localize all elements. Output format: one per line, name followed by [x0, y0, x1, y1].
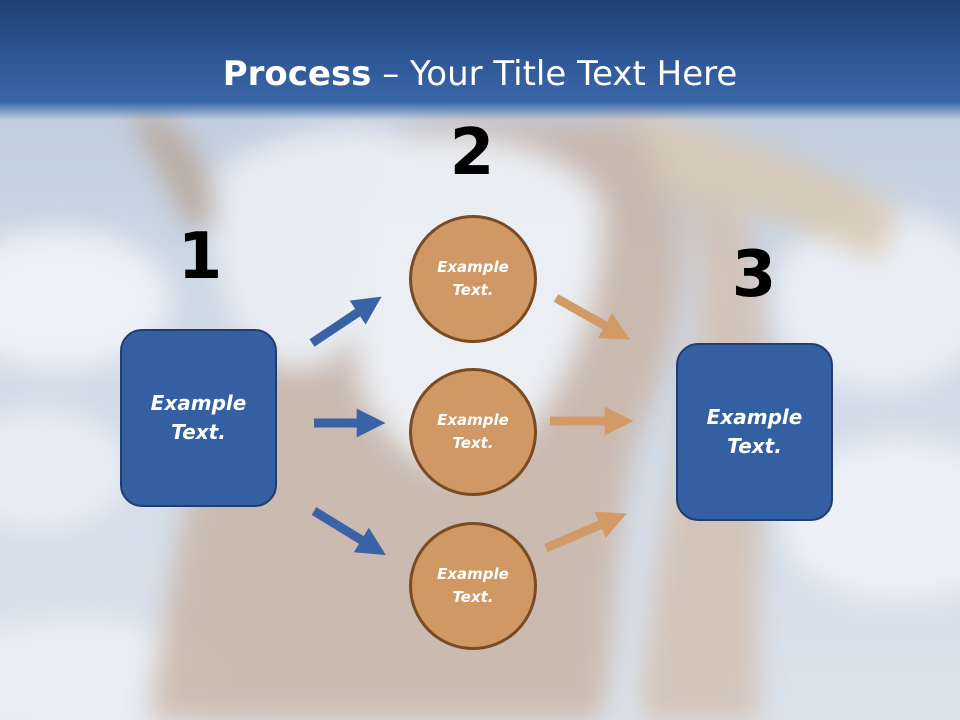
step-3-box[interactable]: Example Text.: [676, 343, 833, 521]
arrow-tan-up: [544, 511, 627, 553]
arrow-tan-down: [553, 294, 631, 340]
step-2-circle-middle[interactable]: Example Text.: [409, 368, 537, 496]
arrow-blue-up: [309, 296, 382, 347]
step-number-1: 1: [177, 220, 223, 294]
step-2-circle-top[interactable]: Example Text.: [409, 215, 537, 343]
title-bold: Process: [222, 54, 372, 94]
title-bar: [0, 0, 960, 120]
step-1-text: Example Text.: [150, 391, 247, 444]
step-3-text: Example Text.: [706, 405, 803, 458]
circle-middle-text: Example Text.: [437, 411, 509, 452]
slide-title: Process – Your Title Text Here: [0, 52, 960, 96]
circle-top-text: Example Text.: [437, 258, 509, 299]
arrow-blue-down: [311, 507, 386, 556]
title-rest: – Your Title Text Here: [371, 54, 738, 94]
step-number-3: 3: [731, 238, 777, 312]
step-number-2: 2: [449, 116, 495, 190]
circle-bottom-text: Example Text.: [437, 565, 509, 606]
step-1-box[interactable]: Example Text.: [120, 329, 277, 507]
step-2-circle-bottom[interactable]: Example Text.: [409, 522, 537, 650]
